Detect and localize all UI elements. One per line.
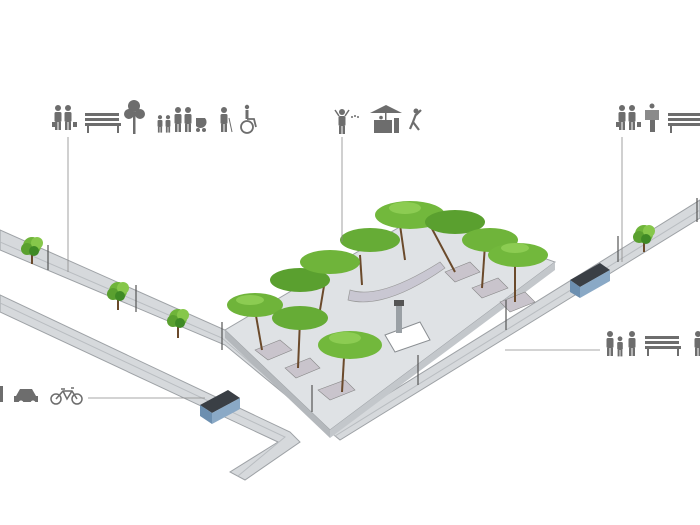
bus-shelter-east	[570, 263, 610, 298]
person-icon	[694, 331, 700, 356]
person-icon	[0, 386, 3, 402]
bench-icon	[645, 336, 681, 356]
person-reading-newspaper-icon	[645, 103, 659, 132]
icon-group-east-street	[616, 103, 700, 133]
bench-icon	[668, 113, 700, 133]
couple-shopping-icon	[616, 105, 641, 130]
bicycle-icon	[50, 387, 83, 405]
statue	[396, 305, 402, 333]
market-stall-icon	[370, 105, 402, 133]
leader-lines	[67, 137, 623, 399]
planters	[254, 261, 536, 401]
dancer-icon	[408, 108, 422, 131]
lower-street	[0, 294, 301, 481]
street-trees	[21, 225, 655, 338]
fountain	[384, 321, 431, 353]
street-performer-icon	[334, 109, 359, 134]
couple-shopping-icon	[52, 105, 77, 130]
bus-shelter-south	[200, 390, 240, 424]
flower-bed	[347, 261, 446, 303]
bench-icon	[85, 113, 121, 133]
elderly-cane-icon	[220, 107, 233, 133]
family-walking-icon	[606, 331, 636, 357]
plaza-trees	[227, 201, 548, 393]
icon-group-west-street	[52, 100, 257, 134]
stroller-icon	[196, 118, 207, 132]
family-icon	[157, 107, 192, 133]
icon-group-plaza	[334, 105, 422, 134]
car-icon	[14, 389, 38, 406]
icon-group-plaza-edge	[606, 331, 700, 357]
lamp-posts	[47, 198, 698, 412]
tree-icon	[124, 100, 145, 134]
icon-group-road	[0, 386, 83, 406]
wheelchair-icon	[240, 104, 257, 134]
